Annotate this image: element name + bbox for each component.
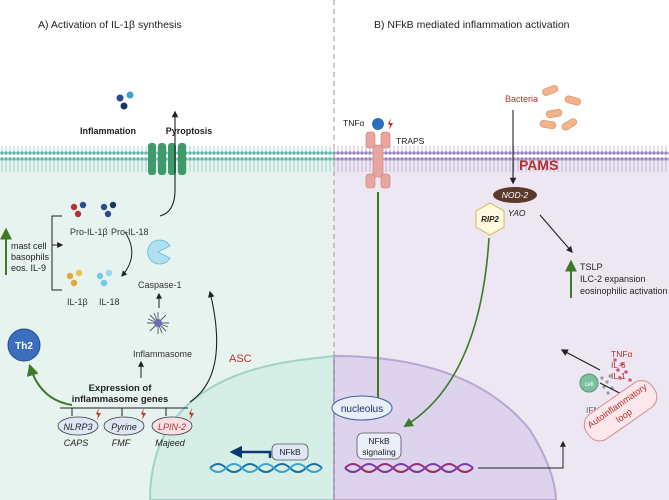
asc-label: ASC (229, 353, 252, 365)
rip2-icon (475, 202, 505, 236)
bacteria-label: Bacteria (505, 94, 538, 104)
gene-pyrine-label: Pyrine (111, 422, 137, 432)
tnfa-icon (372, 118, 384, 130)
cytokine-il6: IL-6 (611, 360, 626, 370)
arrow-nod2-to-outcomes (539, 214, 573, 253)
cytokine-dots-icon (600, 374, 614, 395)
immune-cell-icon (579, 373, 599, 393)
cleavage-arrow (121, 231, 133, 277)
cytokine-tnfa: TNFα (611, 349, 633, 359)
dna-right-icon (344, 463, 474, 473)
th2-label: Th2 (15, 341, 33, 352)
outcome-ilc2: ILC-2 expansion (580, 274, 646, 284)
disease-caps-label: CAPS (64, 438, 89, 448)
tnfa-label: TNFα (343, 118, 365, 128)
traps-label: TRAPS (396, 136, 425, 146)
il18-icon (96, 269, 113, 287)
gene-lpin2-label: LPIN-2 (158, 422, 186, 432)
inflammasome-icon (147, 312, 169, 334)
panel-a-title: A) Activation of IL-1β synthesis (38, 19, 182, 31)
gene-lpin2-pill (151, 416, 193, 436)
arrow-rip2-to-nfkb (403, 237, 490, 428)
expression-title-line2: inflammasome genes (72, 394, 169, 405)
cell-membrane-left (0, 146, 334, 172)
mutation-bolt-icon (388, 118, 393, 130)
il1b-label: IL-1β (67, 297, 88, 307)
bacteria-icon (539, 85, 582, 131)
pro-il1b-icon (70, 201, 87, 218)
immune-cell-label: cell (584, 382, 593, 388)
cytokine-red-dots-icon (613, 358, 632, 382)
inflammation-label: Inflammation (80, 126, 136, 136)
nucleolus (331, 395, 393, 421)
nod2-pill (493, 187, 537, 203)
il1b-icon (66, 269, 83, 287)
arrow-to-th2 (26, 363, 73, 406)
pro-il1b-label: Pro-IL-1β (70, 227, 108, 237)
dna-left-icon (209, 463, 323, 473)
cell-membrane-right (334, 146, 669, 172)
nfkb-box (271, 443, 309, 461)
pams-label: PAMS (519, 157, 558, 173)
pyroptosis-label: Pyroptosis (166, 126, 213, 136)
caspase-1-label: Caspase-1 (138, 280, 182, 290)
cytokine-il1: IL-1 (611, 371, 626, 381)
nfkb-signaling-label2: signaling (362, 447, 396, 457)
rip2-label: RIP2 (481, 215, 499, 224)
gene-nlrp3-label: NLRP3 (63, 422, 92, 432)
gene-pyrine-pill (103, 416, 145, 436)
nucleolus-label: nucleolus (341, 404, 383, 415)
arrow-loop-up (560, 349, 601, 371)
cell-types-item-basophils: basophils (11, 252, 50, 262)
arrow-dna-to-loop (478, 440, 566, 469)
asc-arrow (189, 290, 218, 403)
pro-il18-icon (100, 201, 117, 218)
nod2-label: NOD-2 (502, 190, 529, 200)
mutation-bolt-icon (189, 408, 194, 420)
cell-types-item-mast: mast cell (11, 241, 47, 251)
transcription-arrow (229, 445, 272, 459)
inflammasome-label: Inflammasome (133, 349, 192, 359)
outcome-eosinophilic: eosinophilic activation (580, 286, 668, 296)
disease-majeed-label: Majeed (155, 438, 186, 448)
nfkb-signaling-label1: NFkB (368, 436, 390, 446)
caspase-1-icon (147, 239, 171, 265)
cell-types-item-eos: eos. IL-9 (11, 263, 46, 273)
outcome-tslp: TSLP (580, 262, 603, 272)
mutation-bolt-icon (96, 408, 101, 420)
panel-b-title: B) NFkB mediated inflammation activation (374, 19, 570, 31)
nucleus (148, 354, 335, 500)
released-cytokines-icon (116, 91, 134, 110)
bracket-left (51, 215, 62, 291)
gene-nlrp3-pill (57, 416, 99, 436)
autoinflammatory-loop-box (583, 380, 658, 442)
nfkb-signaling-box (356, 432, 402, 460)
th2-cell-icon (7, 328, 41, 362)
mutation-bolt-icon (141, 408, 146, 420)
expression-title-line1: Expression of (89, 383, 153, 394)
nucleus-right (333, 354, 558, 500)
arrow-to-pyroptosis (159, 110, 179, 217)
nfkb-box-label: NFkB (279, 447, 301, 457)
yao-label: YAO (508, 208, 526, 218)
tnf-receptor-icon (365, 131, 391, 189)
pro-il18-label: Pro-IL-18 (111, 227, 149, 237)
disease-fmf-label: FMF (112, 438, 131, 448)
gasdermin-pore-icon (148, 143, 186, 175)
il18-label: IL-18 (99, 297, 120, 307)
